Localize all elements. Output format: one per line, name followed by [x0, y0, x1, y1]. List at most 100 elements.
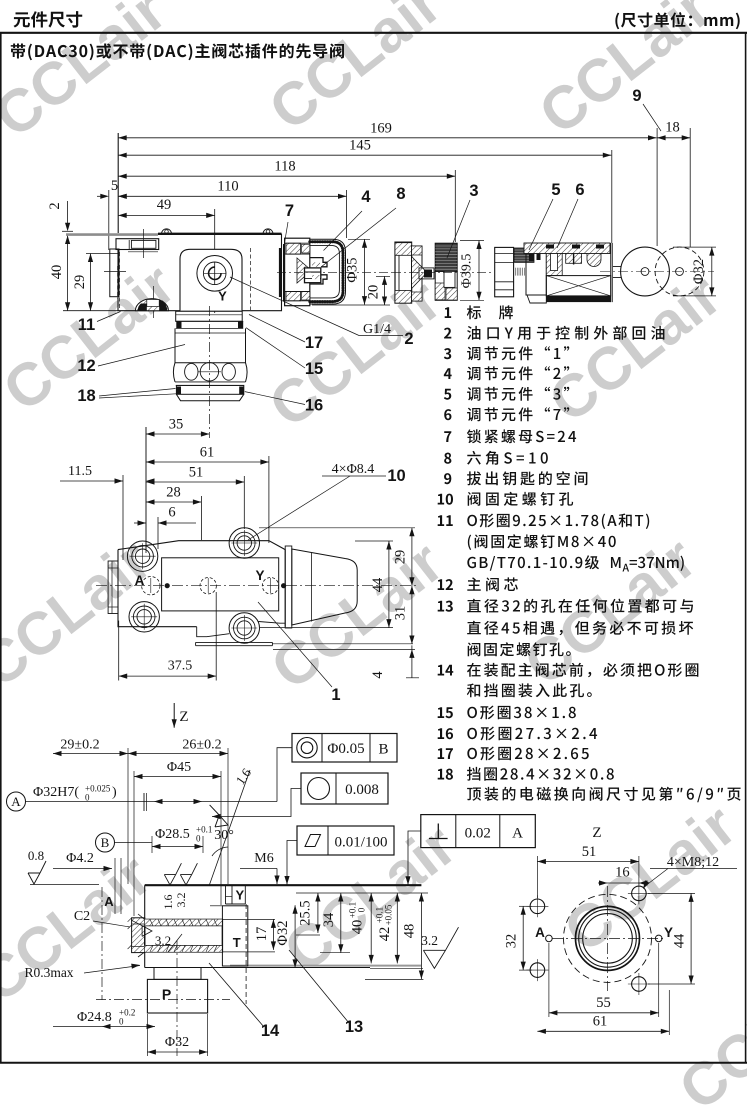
svg-text:12: 12 — [77, 357, 95, 375]
svg-text:B: B — [101, 835, 110, 850]
svg-text:2: 2 — [47, 202, 63, 209]
svg-text:3: 3 — [469, 182, 478, 200]
svg-text:61: 61 — [593, 1014, 608, 1030]
svg-text:Φ32H7(: Φ32H7( — [33, 785, 79, 800]
svg-text:11.5: 11.5 — [68, 464, 92, 479]
svg-text:B: B — [378, 742, 388, 758]
svg-text:17: 17 — [305, 334, 323, 352]
svg-text:18: 18 — [665, 120, 680, 136]
svg-text:25.5: 25.5 — [298, 900, 314, 925]
svg-text:Φ45: Φ45 — [167, 760, 191, 775]
svg-text:35: 35 — [169, 417, 184, 433]
svg-text:0: 0 — [119, 1017, 124, 1027]
svg-text:44: 44 — [370, 577, 386, 592]
svg-text:2: 2 — [404, 330, 413, 348]
svg-text:Z: Z — [179, 709, 188, 725]
svg-text:R0.3max: R0.3max — [24, 965, 73, 980]
svg-text:A: A — [135, 573, 145, 588]
svg-text:Φ0.05: Φ0.05 — [327, 741, 364, 757]
svg-text:55: 55 — [596, 995, 611, 1011]
svg-text:29±0.2: 29±0.2 — [60, 738, 99, 753]
svg-text:26±0.2: 26±0.2 — [182, 738, 221, 753]
svg-text:3.2: 3.2 — [155, 933, 171, 948]
svg-text:18: 18 — [77, 387, 95, 405]
svg-text:17: 17 — [254, 927, 270, 942]
svg-text:145: 145 — [349, 138, 371, 154]
svg-text:G1/4: G1/4 — [363, 322, 391, 337]
svg-text:Y: Y — [255, 568, 264, 583]
svg-text:20: 20 — [366, 285, 382, 300]
svg-text:40: 40 — [49, 265, 65, 280]
svg-text:40: 40 — [350, 920, 366, 935]
svg-text:0.02: 0.02 — [465, 826, 491, 842]
svg-text:6: 6 — [575, 181, 584, 199]
svg-text:+0.025: +0.025 — [85, 784, 111, 794]
svg-text:+0.2: +0.2 — [119, 1008, 135, 1018]
svg-text:0: 0 — [357, 907, 367, 912]
svg-text:3.2: 3.2 — [174, 893, 188, 908]
svg-text:29: 29 — [393, 550, 409, 565]
svg-text:118: 118 — [274, 159, 295, 175]
svg-text:0.8: 0.8 — [28, 848, 44, 863]
svg-text:4: 4 — [361, 188, 371, 206]
svg-text:13: 13 — [345, 1018, 363, 1036]
svg-text:A: A — [104, 894, 114, 909]
svg-text:0: 0 — [196, 834, 201, 844]
svg-text:C2: C2 — [74, 909, 90, 924]
svg-text:28: 28 — [166, 485, 181, 501]
svg-text:Φ39.5: Φ39.5 — [460, 254, 475, 289]
svg-text:51: 51 — [189, 465, 204, 481]
svg-text:37.5: 37.5 — [168, 659, 193, 674]
svg-text:4×M8;12: 4×M8;12 — [667, 855, 719, 870]
svg-text:Z: Z — [592, 825, 601, 841]
svg-text:T: T — [233, 935, 241, 950]
svg-text:4×Φ8.4: 4×Φ8.4 — [332, 462, 375, 477]
svg-text:1: 1 — [331, 686, 340, 704]
svg-text:49: 49 — [157, 197, 172, 213]
svg-text:8: 8 — [396, 185, 405, 203]
svg-text:0.01/100: 0.01/100 — [335, 835, 388, 851]
svg-text:): ) — [112, 785, 117, 800]
svg-text:6: 6 — [168, 505, 175, 521]
svg-text:15: 15 — [305, 360, 323, 378]
svg-text:+0.05: +0.05 — [384, 904, 394, 925]
svg-text:5: 5 — [551, 181, 560, 199]
svg-text:Φ28.5: Φ28.5 — [155, 827, 190, 842]
svg-text:Φ32: Φ32 — [691, 259, 707, 284]
svg-text:31: 31 — [393, 606, 409, 621]
svg-text:14: 14 — [261, 1022, 280, 1040]
svg-text:+0.1: +0.1 — [196, 825, 212, 835]
svg-text:29: 29 — [72, 275, 88, 290]
svg-text:0.008: 0.008 — [345, 782, 379, 798]
svg-text:Φ35: Φ35 — [345, 257, 361, 282]
svg-text:+0.1: +0.1 — [375, 907, 385, 923]
svg-text:Φ32: Φ32 — [275, 920, 291, 945]
svg-text:11: 11 — [78, 316, 95, 334]
svg-text:3.2: 3.2 — [421, 933, 438, 948]
svg-text:16: 16 — [305, 397, 323, 415]
svg-text:169: 169 — [370, 121, 392, 137]
svg-text:0: 0 — [85, 793, 90, 803]
svg-text:P: P — [162, 986, 171, 1002]
svg-text:Φ32: Φ32 — [165, 1035, 189, 1050]
svg-text:Y: Y — [218, 289, 227, 304]
svg-text:Y: Y — [664, 925, 673, 940]
svg-text:16: 16 — [615, 865, 630, 881]
svg-text:44: 44 — [672, 933, 688, 948]
svg-text:4: 4 — [370, 671, 386, 679]
svg-text:42: 42 — [377, 927, 393, 942]
svg-text:+0.1: +0.1 — [348, 902, 358, 918]
svg-text:A: A — [11, 794, 21, 809]
svg-text:7: 7 — [285, 202, 294, 220]
svg-text:110: 110 — [217, 179, 238, 195]
svg-text:Y: Y — [235, 888, 244, 903]
svg-text:30°: 30° — [214, 828, 234, 843]
svg-text:5: 5 — [111, 178, 118, 194]
svg-text:51: 51 — [582, 844, 597, 860]
svg-text:Φ4.2: Φ4.2 — [66, 851, 94, 866]
svg-text:1.6: 1.6 — [161, 895, 175, 910]
svg-text:34: 34 — [321, 912, 337, 927]
svg-text:32: 32 — [504, 934, 520, 949]
svg-text:Φ24.8: Φ24.8 — [77, 1010, 112, 1025]
svg-text:A: A — [535, 925, 545, 940]
